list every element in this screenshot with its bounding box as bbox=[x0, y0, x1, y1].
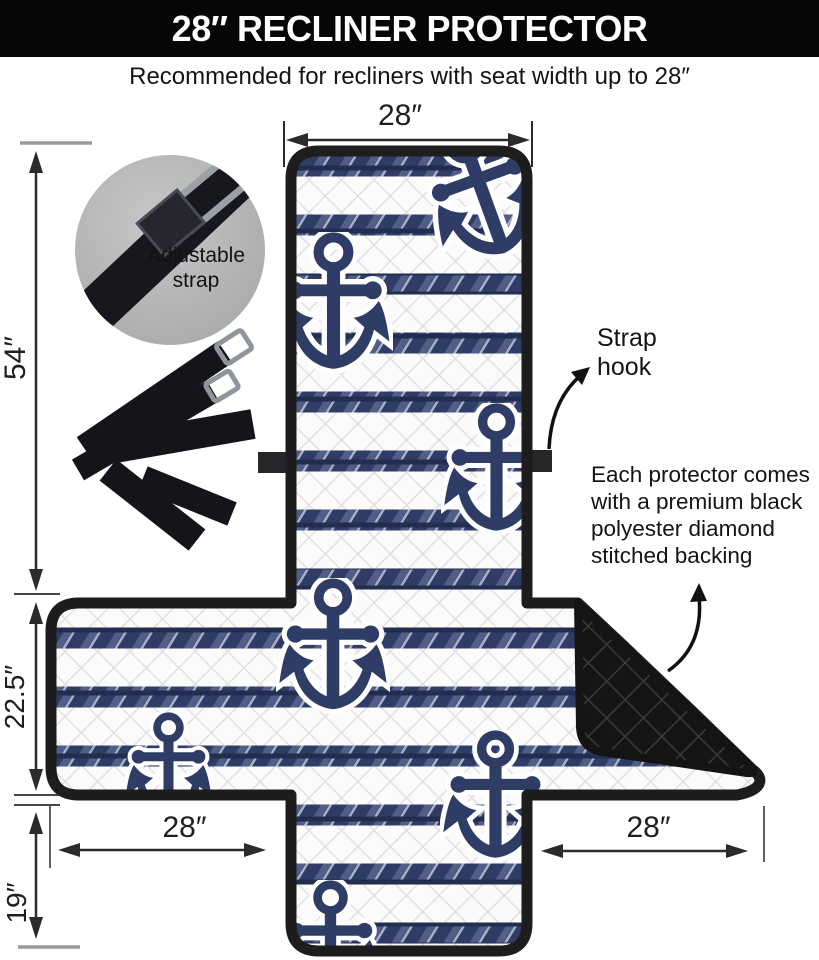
metal-hook-icon bbox=[203, 368, 241, 404]
backing-arrow bbox=[667, 595, 702, 673]
left-strap-hook-tab bbox=[258, 452, 292, 473]
dimension-lines bbox=[14, 121, 765, 949]
strap-slider bbox=[135, 187, 207, 258]
callout-arrows bbox=[547, 367, 707, 673]
strap-hook-label: Strap hook bbox=[597, 324, 657, 381]
strap-hook-arrow bbox=[547, 373, 583, 450]
straps-photo bbox=[71, 328, 256, 551]
backing-note: Each protector comes with a premium blac… bbox=[591, 462, 810, 568]
dim-label-side-height: 54″ bbox=[0, 336, 32, 380]
dim-label-top-width: 28″ bbox=[378, 99, 422, 132]
folded-corner-backing bbox=[574, 599, 758, 778]
strap-hook-arrowhead bbox=[571, 367, 590, 385]
page-title: 28″ RECLINER PROTECTOR bbox=[171, 7, 648, 49]
dim-label-front-skirt: 19″ bbox=[1, 882, 32, 924]
subtitle: Recommended for recliners with seat widt… bbox=[129, 63, 690, 90]
header-banner: 28″ RECLINER PROTECTOR bbox=[0, 0, 819, 57]
backing-arrowhead bbox=[690, 583, 707, 602]
dim-label-right-flap: 28″ bbox=[626, 811, 671, 844]
dim-label-seat-depth: 22.5″ bbox=[0, 664, 30, 730]
metal-hook-icon bbox=[214, 328, 254, 366]
dim-label-left-flap: 28″ bbox=[162, 811, 207, 844]
adjustable-strap-label: Adjustable strap bbox=[146, 244, 246, 292]
